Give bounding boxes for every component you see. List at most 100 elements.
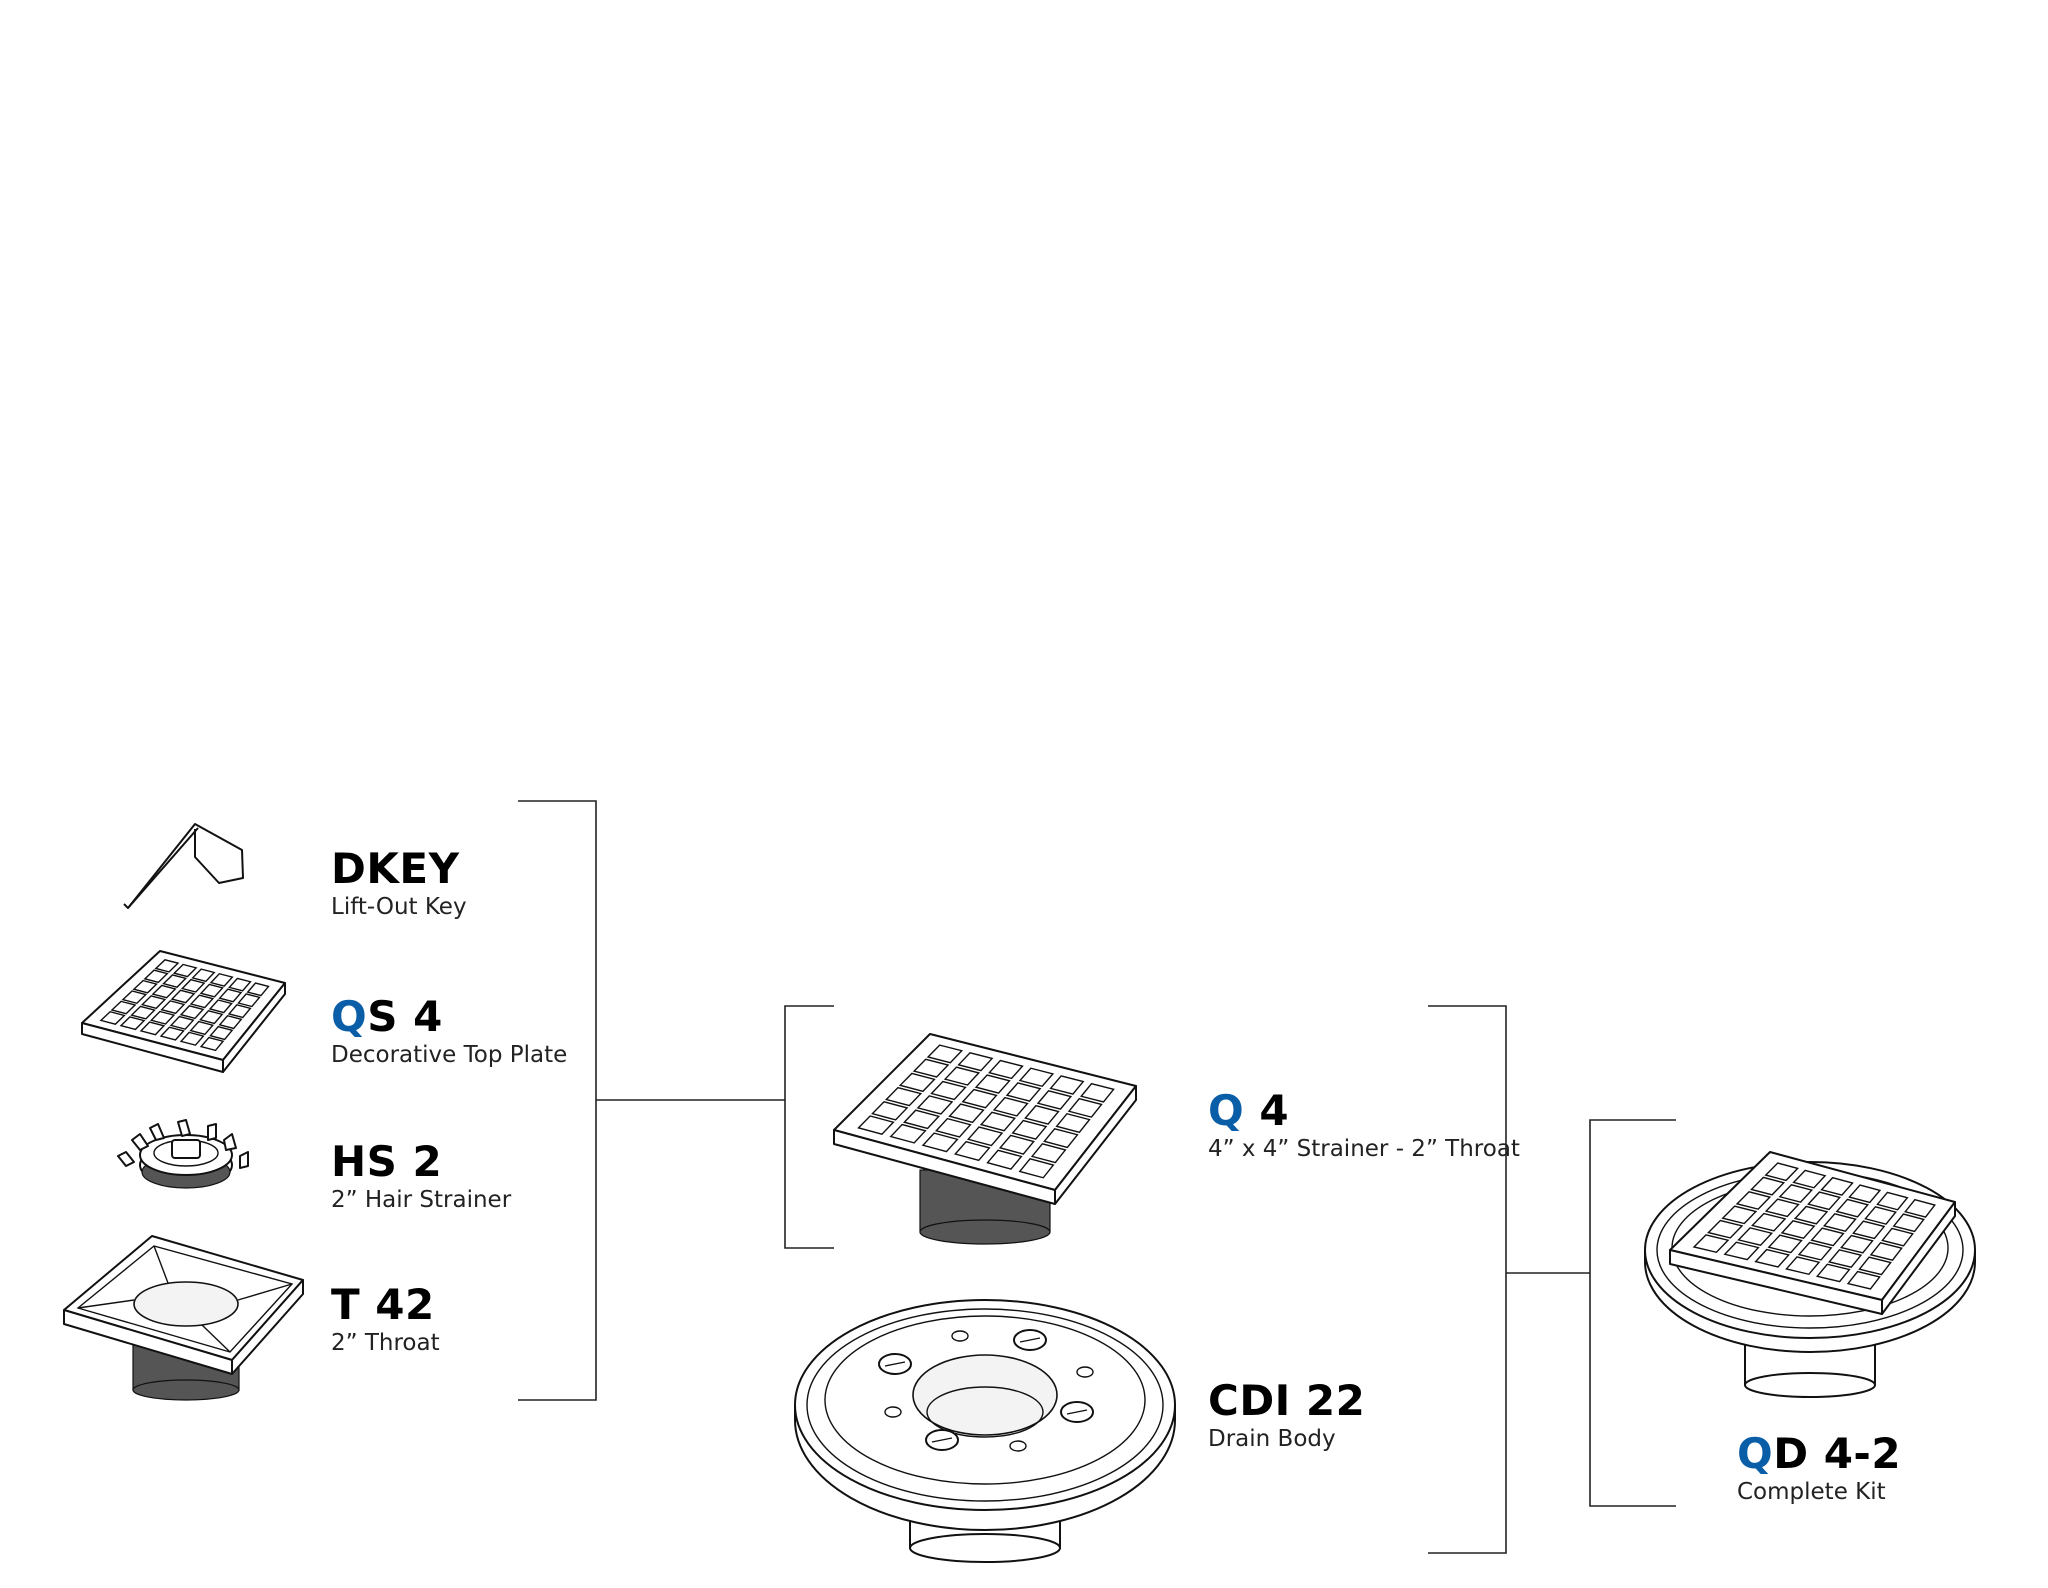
label-cdi22: CDI 22 Drain Body [1208,1380,1365,1451]
bracket-middle-open [784,1005,834,1249]
plate-slot [1055,1112,1091,1134]
plate-slot [227,1004,252,1019]
code-qs4: QS 4 [331,996,567,1038]
plate-slot [1807,1191,1842,1211]
plate-slot [209,972,234,987]
bracket-right [1428,1005,1507,1554]
plate-slot [1018,1067,1055,1088]
bracket-right-group [1428,1005,1676,1554]
plate-slot [1018,1158,1055,1179]
plate-slot [237,993,261,1008]
plate-slot [1820,1176,1854,1196]
code-qs4-rest: S 4 [367,992,443,1041]
bracket-q4 [784,1005,834,1249]
drain-bolt-slot [931,1437,953,1443]
plate-slot [948,1103,985,1124]
drain-body-icon [794,1299,1176,1563]
plate-slot [154,959,180,973]
bracket-left-group [518,800,785,1401]
plate-slot [1793,1205,1829,1225]
plate-slot [1780,1220,1816,1239]
plate-slot [1030,1143,1067,1164]
desc-dkey: Lift-Out Key [331,894,467,920]
plate-slot [871,1101,909,1121]
drain-bolt-slot [1066,1409,1088,1415]
plate-slot [1869,1242,1903,1261]
drain-hole [951,1330,969,1342]
plate-slot [159,1026,185,1041]
plate-slot [143,969,169,984]
code-hs2: HS 2 [331,1141,511,1183]
plate-slot [1011,1119,1048,1140]
strainer-throat-icon [833,1033,1137,1245]
plate-slot [160,1000,186,1015]
plate-slot [921,1132,959,1153]
plate-slot [1692,1234,1730,1254]
label-hs2: HS 2 2” Hair Strainer [331,1141,511,1212]
plate-slot [1750,1176,1786,1196]
code-dkey-rest: DKEY [331,844,460,893]
plate-slot [1881,1227,1914,1247]
code-cdi22-rest: CDI 22 [1208,1376,1366,1425]
plate-slot [912,1058,950,1078]
plate-slot [992,1096,1029,1117]
label-dkey: DKEY Lift-Out Key [331,848,467,919]
plate-slot [140,995,167,1010]
plate-slot [1764,1162,1800,1182]
plate-slot [1815,1263,1851,1283]
plate-slot [149,1010,176,1025]
code-cdi22: CDI 22 [1208,1380,1365,1422]
plate-slot [162,974,188,988]
hair-strainer-icon [117,1119,249,1189]
plate-slot [926,1044,964,1064]
plate-slot [180,978,206,993]
plate-slot [954,1140,991,1162]
plate-slot [961,1088,998,1109]
plate-slot [139,1021,166,1036]
plate-slot [898,1072,936,1093]
plate-slot [218,1014,243,1030]
desc-cdi22: Drain Body [1208,1426,1336,1452]
plate-slot [1751,1212,1787,1232]
plate-slot [1810,1227,1845,1247]
plate-slot [943,1066,981,1086]
desc-qd42: Complete Kit [1737,1479,1886,1505]
code-t42-rest: T 42 [331,1280,435,1329]
plate-slot [1079,1082,1115,1103]
plate-slot [1822,1213,1857,1232]
label-t42: T 42 2” Throat [331,1284,440,1355]
plate-slot [930,1080,967,1101]
plate-slot [179,1005,205,1020]
drain-hole [884,1406,902,1418]
plate-slot [1892,1213,1925,1233]
plate-slot [986,1149,1023,1170]
plate-slot [1848,1184,1882,1204]
plate-slot [988,1059,1024,1080]
plate-slot [1876,1191,1909,1211]
plate-slot [1846,1270,1881,1290]
plate-slot [1043,1127,1079,1149]
plate-slot [979,1111,1017,1132]
plate-slot [208,999,233,1014]
drain-hole [1009,1440,1027,1452]
plate-slot [1706,1219,1744,1239]
code-qs4-prefix: Q [331,992,368,1041]
plate-slot [151,984,177,999]
plate-slot [1767,1234,1803,1254]
bracket-left [518,800,597,1401]
code-t42: T 42 [331,1284,440,1326]
plate-slot [1835,1198,1870,1218]
plate-slot [1785,1256,1821,1276]
plate-slot [132,979,158,994]
plate-slot [119,1016,146,1031]
plate-slot [1723,1241,1760,1261]
bracket-kit [1589,1119,1676,1507]
code-q4-rest: 4 [1244,1086,1290,1135]
drain-bolt-slot [884,1361,906,1367]
plate-slot [1067,1097,1103,1118]
code-qd42-prefix: Q [1737,1429,1774,1478]
plate-slot [218,988,243,1003]
drain-hole [1076,1366,1094,1378]
plate-slot [1858,1256,1892,1276]
plate-slot [1764,1198,1800,1218]
